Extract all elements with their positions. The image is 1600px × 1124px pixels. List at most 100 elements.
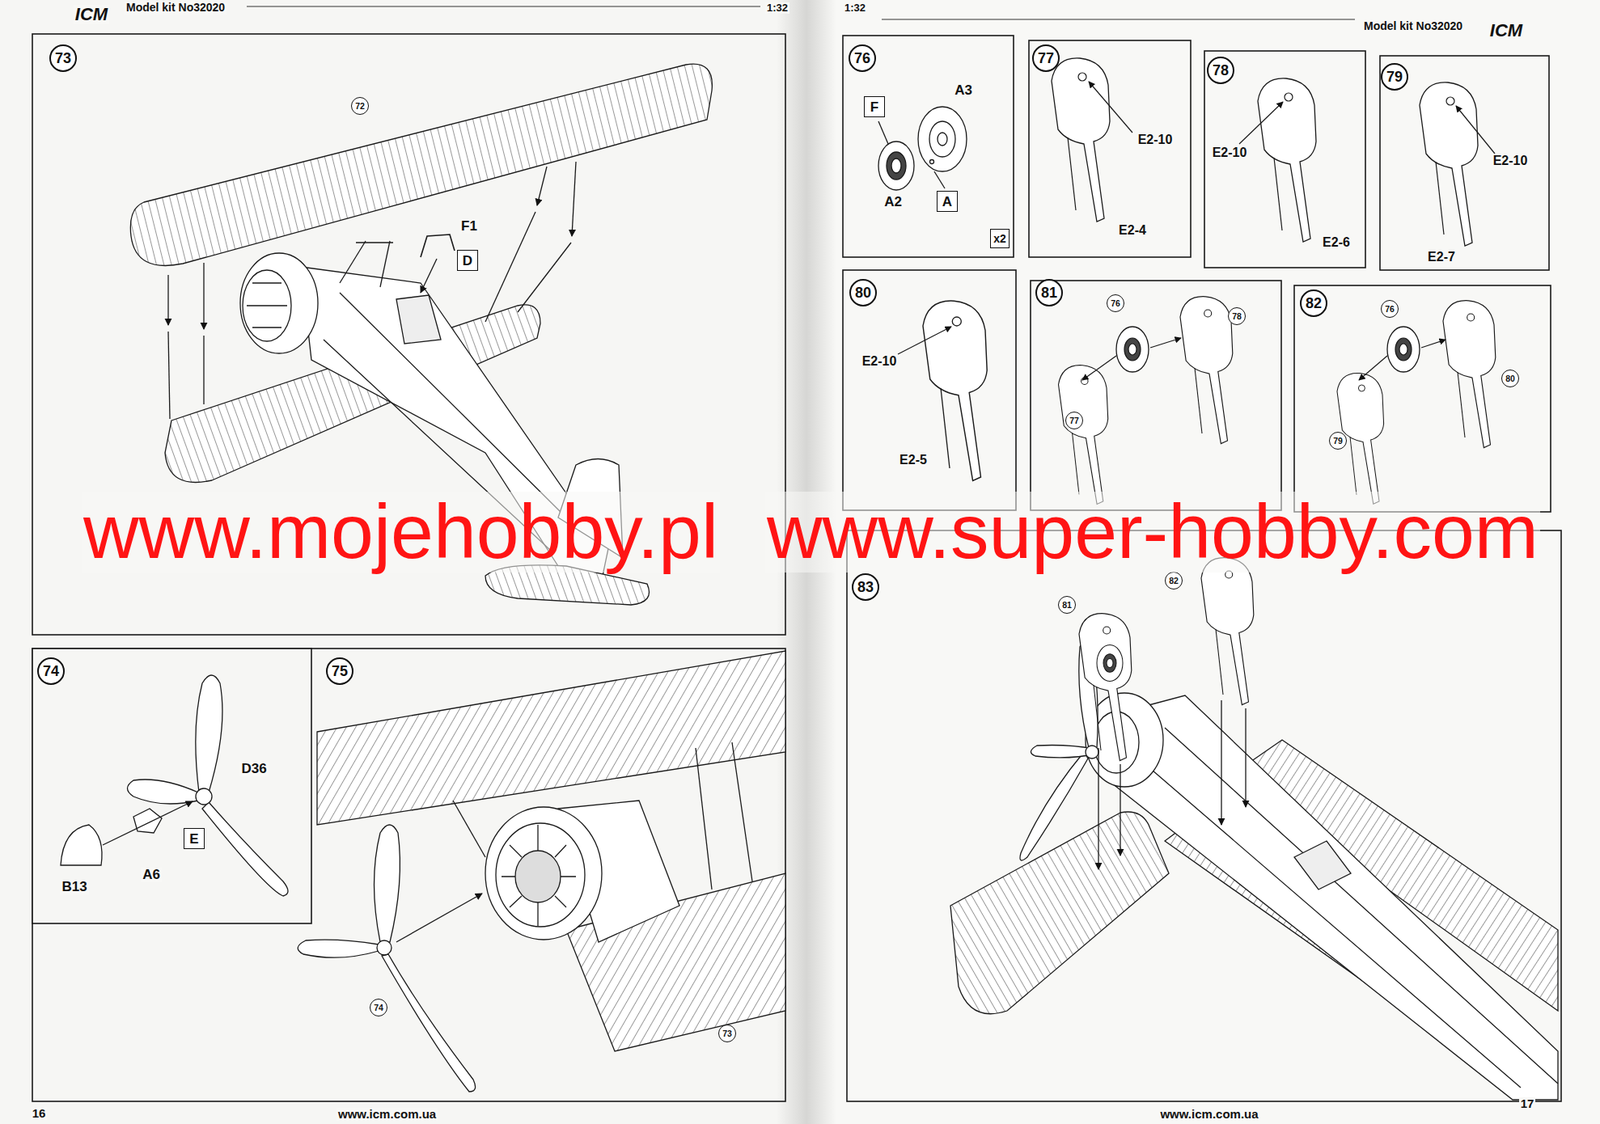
spat-assembly-drawing — [1116, 326, 1149, 373]
biplane-top-drawing — [1108, 695, 1558, 1101]
page-number: 16 — [30, 1107, 48, 1122]
part-number: E2-10 — [860, 354, 899, 369]
biplane-top-drawing — [1140, 728, 1558, 1088]
panel-frame — [1028, 40, 1191, 258]
wheel-spat-drawing — [897, 58, 1495, 482]
part-number: E2-4 — [1117, 223, 1148, 238]
wheel-drawing — [878, 141, 915, 191]
wheel-drawing — [934, 171, 945, 189]
step-number: 74 — [37, 657, 65, 686]
node-text: 81 — [1062, 601, 1072, 610]
scale-text: 1:32 — [765, 2, 790, 14]
part-number: A3 — [952, 83, 974, 99]
biplane-top-drawing — [1096, 645, 1123, 682]
option-box: D — [457, 249, 479, 271]
logo-text: ICM — [73, 4, 110, 25]
step-number: 81 — [1035, 279, 1063, 307]
biplane-drawing — [203, 262, 204, 330]
biplane-drawing — [242, 270, 292, 342]
node-text: x2 — [993, 232, 1007, 245]
biplane-drawing — [517, 242, 572, 313]
node-text: 74 — [373, 1003, 384, 1013]
biplane-top-drawing — [1119, 764, 1121, 856]
wheel-spat-drawing — [922, 300, 987, 481]
node-text: 76 — [854, 50, 871, 66]
biplane-drawing — [355, 241, 394, 243]
part-number: D36 — [239, 761, 268, 778]
wheel-spat-drawing — [1088, 81, 1133, 133]
step-number: 79 — [1380, 63, 1409, 91]
spat-assembly-drawing — [1180, 296, 1233, 445]
step-number: 76 — [848, 44, 877, 72]
wheel-spat-drawing — [1239, 101, 1283, 144]
propeller-drawing — [60, 825, 102, 866]
propeller-drawing — [195, 675, 223, 793]
engine-closeup-drawing — [495, 823, 585, 927]
header-text: Model kit No32020 — [124, 1, 227, 14]
biplane-drawing — [485, 211, 536, 322]
callout-number: 80 — [1501, 369, 1520, 388]
biplane-top-drawing — [1097, 748, 1099, 870]
panel-frame — [1030, 280, 1282, 511]
header-text: Model kit No32020 — [1362, 20, 1465, 33]
panel-frame — [846, 530, 1562, 1102]
propeller-drawing — [202, 802, 288, 897]
paper — [0, 0, 807, 1124]
node-text: D — [462, 253, 473, 268]
panel-frame — [842, 35, 1014, 258]
biplane-top-drawing — [1244, 708, 1246, 808]
wheel-spat-drawing — [897, 326, 952, 355]
node-text: 77 — [1037, 50, 1054, 66]
wheel-spat-drawing — [1257, 78, 1317, 242]
callout-number: 76 — [1106, 294, 1125, 313]
biplane-top-drawing — [950, 812, 1169, 1015]
engine-closeup-drawing — [695, 748, 712, 890]
engine-closeup-drawing — [381, 954, 476, 1093]
callout-number: 74 — [369, 998, 388, 1017]
callout-number: 82 — [1164, 571, 1183, 590]
node-text: 76 — [1384, 304, 1395, 314]
engine-closeup-drawing — [376, 940, 392, 956]
biplane-top-drawing — [1220, 700, 1222, 826]
node-text: 72 — [355, 101, 365, 111]
node-text: 75 — [331, 664, 348, 679]
spat-assembly-drawing — [1358, 355, 1388, 381]
biplane-drawing — [246, 283, 288, 328]
callout-number: 81 — [1058, 596, 1076, 614]
step-number: 80 — [849, 279, 877, 307]
node-text: 79 — [1386, 69, 1403, 85]
scale-text: 1:32 — [842, 2, 868, 14]
biplane-drawing — [240, 253, 318, 354]
step-number: 73 — [49, 44, 77, 72]
panel-frame — [32, 648, 786, 1102]
wheel-drawing — [878, 121, 889, 144]
engine-closeup-drawing — [317, 651, 786, 826]
option-box: F — [863, 96, 885, 118]
engine-closeup-drawing — [452, 800, 486, 858]
part-number: E2-7 — [1426, 249, 1457, 265]
option-box: A — [936, 190, 958, 212]
biplane-drawing — [420, 234, 455, 258]
biplane-drawing — [571, 161, 576, 237]
node-text: 82 — [1168, 576, 1179, 586]
spat-assembly-drawing — [1150, 338, 1181, 348]
node-text: 79 — [1333, 436, 1343, 446]
panel-frame — [32, 33, 786, 635]
node-text: A — [942, 194, 953, 209]
node-text: 80 — [1505, 374, 1516, 384]
biplane-drawing — [396, 295, 441, 344]
wheel-spat-drawing — [1051, 58, 1110, 222]
wheel-drawing — [918, 106, 967, 172]
spat-assembly-drawing — [1082, 355, 1117, 381]
panel-frame — [32, 33, 1562, 1102]
panel-frame — [1204, 50, 1366, 268]
panel-frame — [1379, 55, 1550, 271]
node-text: 73 — [55, 50, 72, 66]
biplane-top-drawing — [1294, 841, 1351, 890]
biplane-drawing — [167, 275, 169, 326]
part-number: E2-5 — [897, 452, 929, 468]
engine-closeup-drawing — [297, 939, 379, 958]
spat-assembly-drawing — [1058, 296, 1496, 505]
